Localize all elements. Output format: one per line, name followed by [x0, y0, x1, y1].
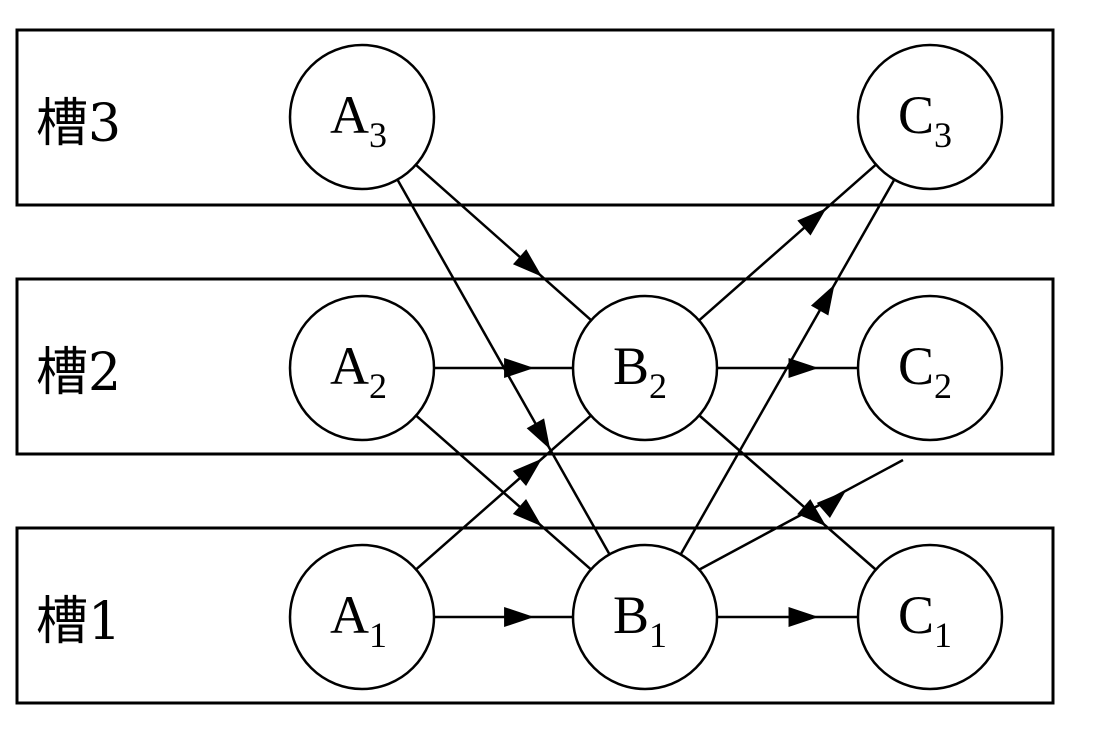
edge-line: [415, 163, 592, 322]
edge-line: [698, 414, 877, 571]
node-circle: [856, 294, 1004, 442]
arrowhead: [512, 458, 542, 486]
node-circle: [856, 543, 1004, 691]
edge-line: [698, 458, 904, 571]
arrowhead: [810, 284, 835, 316]
slot-3-label: 槽3: [36, 94, 121, 154]
node-b2: B2: [571, 294, 719, 442]
node-label: C1: [898, 585, 952, 655]
node-c2: C2: [856, 294, 1004, 442]
arrowhead: [526, 418, 551, 450]
node-label: A1: [330, 585, 387, 655]
arrowhead: [504, 358, 535, 378]
node-circle: [856, 43, 1004, 191]
node-a3: A3: [288, 43, 436, 191]
edge-line: [415, 414, 592, 571]
arrowhead: [504, 607, 535, 627]
slot-2-label: 槽2: [36, 343, 121, 403]
node-circle: [288, 543, 436, 691]
node-label: A3: [330, 85, 387, 155]
edge-b2-c1: [698, 414, 877, 571]
slot-1-label: 槽1: [36, 592, 121, 652]
arrowhead: [512, 499, 542, 527]
arrowhead: [797, 208, 827, 236]
node-a2: A2: [288, 294, 436, 442]
node-label: B1: [613, 585, 667, 655]
node-b1: B1: [571, 543, 719, 691]
node-c3: C3: [856, 43, 1004, 191]
slot-3-box: [15, 28, 1055, 207]
node-label: C2: [898, 336, 952, 406]
node-label: B2: [613, 336, 667, 406]
slot-2-box: [15, 277, 1055, 456]
edge-a2-b2: [434, 358, 573, 378]
edge-b1-c1: [717, 607, 858, 627]
edge-a1-b1: [434, 607, 573, 627]
slot-1-box: [15, 526, 1055, 705]
edge-line: [698, 163, 877, 322]
edge-a3-b2: [415, 163, 592, 322]
node-circle: [288, 294, 436, 442]
node-label: C3: [898, 85, 952, 155]
arrowhead: [788, 607, 819, 627]
edge-b2-c3: [698, 163, 877, 322]
node-circle: [571, 294, 719, 442]
arrowhead: [788, 358, 819, 378]
arrowhead: [512, 249, 543, 277]
node-circle: [288, 43, 436, 191]
node-label: A2: [330, 336, 387, 406]
edge-a1-b2: [415, 414, 592, 571]
arrowhead: [797, 499, 827, 527]
edge-line: [679, 178, 896, 556]
arrowhead: [816, 490, 846, 518]
edge-b1-c2: [698, 458, 904, 571]
node-a1: A1: [288, 543, 436, 691]
node-c1: C1: [856, 543, 1004, 691]
edge-b1-c3: [679, 178, 896, 556]
node-circle: [571, 543, 719, 691]
edges-layer: [396, 163, 904, 627]
